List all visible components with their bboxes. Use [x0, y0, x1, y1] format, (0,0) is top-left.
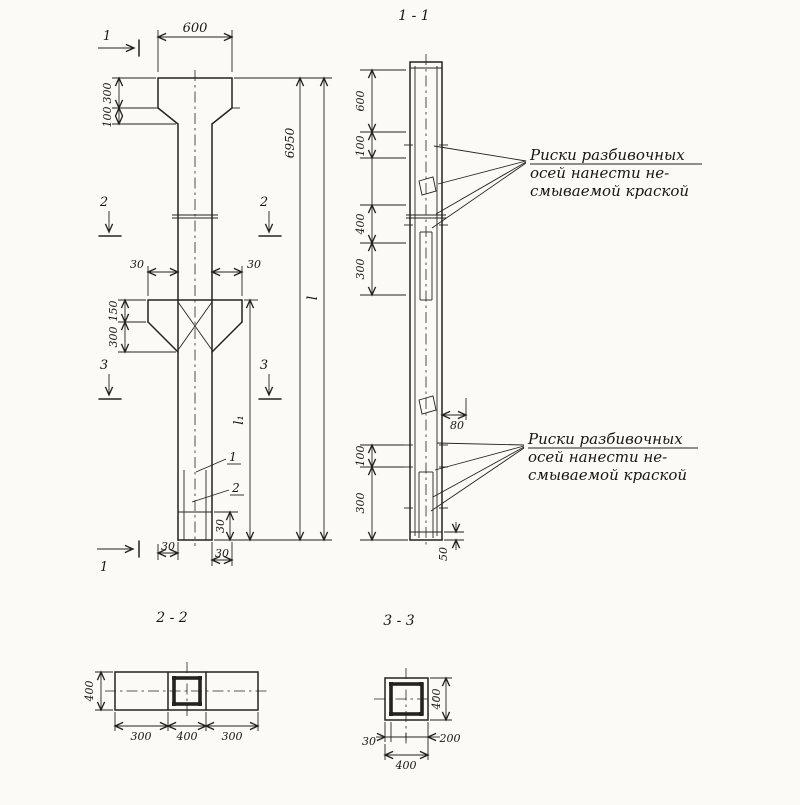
side-view: 1 - 1 [354, 8, 702, 561]
side-dim-50-label: 50 [437, 547, 450, 561]
dim-overall-6950-label: 6950 [283, 127, 297, 158]
callout-2-label: 2 [231, 481, 240, 495]
section-3-3-dim-width: 400 [395, 759, 417, 772]
dim-capital-300-label: 300 [101, 83, 114, 104]
section-2-2-dim-height: 400 [83, 681, 96, 703]
dim-bottom-chamfer-label: 30 [214, 519, 227, 533]
dim-capital-left: 300 100 [101, 76, 176, 128]
side-dim-80-label: 80 [450, 419, 464, 432]
section-2-2-dim-middle: 400 [176, 730, 198, 743]
callout-1-label: 1 [229, 450, 237, 464]
view-marker-3-right: 3 [258, 358, 282, 400]
side-view-dim-80: 80 [440, 398, 468, 432]
section-cut-1-bottom-label: 1 [100, 560, 108, 575]
section-2-2-title: 2 - 2 [155, 610, 188, 626]
front-view: 600 1 300 100 2 2 [97, 21, 332, 575]
dim-right-chain: 6950 l l₁ [214, 76, 332, 542]
section-2-2-dim-right: 300 [222, 730, 243, 743]
callout-items: 1 2 [191, 450, 244, 503]
section-3-3-title: 3 - 3 [383, 613, 415, 629]
dim-top-width-label: 600 [183, 21, 208, 36]
section-2-2-dims: 400 300 400 300 [83, 670, 260, 743]
note-bottom-line3: смываемой краской [528, 466, 687, 484]
dim-l1-label: l₁ [232, 415, 247, 424]
note-top-line3: смываемой краской [530, 182, 689, 200]
section-3-3-dim-half: 200 [439, 732, 461, 745]
note-top-line2: осей нанести не- [530, 164, 669, 182]
view-marker-3-right-label: 3 [260, 358, 268, 373]
dim-corbel-30-right: 30 [210, 258, 261, 296]
note-bottom-line1: Риски разбивочных [527, 430, 683, 448]
dim-top-width-600: 600 [156, 21, 234, 72]
dim-corbel-300-label: 300 [107, 327, 120, 348]
view-marker-2-right-label: 2 [259, 195, 268, 210]
view-marker-2-right: 2 [258, 195, 282, 237]
section-cut-1-bottom: 1 [97, 540, 140, 575]
view-marker-3-left: 3 [98, 358, 122, 400]
side-view-dim-50: 50 [437, 522, 464, 561]
side-dim-600-label: 600 [354, 91, 367, 112]
dim-corbel-150-label: 150 [107, 301, 120, 322]
section-3-3-dims: 400 30 200 400 [362, 676, 461, 772]
dim-bottom-group: 30 30 30 [156, 510, 238, 566]
section-3-3: 3 - 3 400 30 200 400 [362, 613, 461, 772]
side-view-title: 1 - 1 [398, 8, 429, 24]
note-bottom-line2: осей нанести не- [528, 448, 667, 466]
dim-corbel-30-right-label: 30 [247, 258, 261, 271]
view-marker-2-left-label: 2 [99, 195, 108, 210]
view-marker-3-left-label: 3 [100, 358, 108, 373]
section-2-2-dim-left: 300 [131, 730, 152, 743]
dim-bottom-30-right-label: 30 [215, 547, 229, 560]
section-3-3-dim-cover: 30 [362, 735, 376, 748]
section-2-2: 2 - 2 400 300 400 300 [83, 610, 268, 743]
dim-l-label: l [305, 296, 321, 300]
side-dim-400-label: 400 [354, 214, 367, 236]
note-bottom: Риски разбивочных осей нанести не- смыва… [430, 430, 698, 512]
side-dim-300-label: 300 [354, 259, 367, 280]
section-cut-1-top: 1 [98, 29, 140, 57]
side-view-column-outline [404, 54, 448, 548]
dim-corbel-left-chain: 150 300 [107, 298, 176, 354]
side-view-dim-chain-bottom: 100 300 [354, 443, 408, 542]
side-view-dim-chain-top: 600 100 400 300 [354, 68, 406, 297]
view-marker-2-left: 2 [98, 195, 122, 237]
front-view-corbel [147, 299, 243, 353]
front-view-column-outline [150, 70, 240, 546]
dim-bottom-30-left-label: 30 [161, 540, 175, 553]
note-top-line1: Риски разбивочных [529, 146, 685, 164]
note-top: Риски разбивочных осей нанести не- смыва… [431, 145, 702, 229]
section-3-3-dim-side: 400 [430, 689, 443, 711]
side-dim-100-top-label: 100 [354, 136, 367, 157]
dim-corbel-30-left: 30 [130, 258, 180, 296]
dim-taper-100-label: 100 [101, 107, 114, 128]
side-dim-100-bottom-label: 100 [354, 446, 367, 467]
section-cut-1-top-label: 1 [103, 29, 111, 44]
side-dim-300-bottom-label: 300 [354, 493, 367, 514]
dim-corbel-30-left-label: 30 [130, 258, 144, 271]
